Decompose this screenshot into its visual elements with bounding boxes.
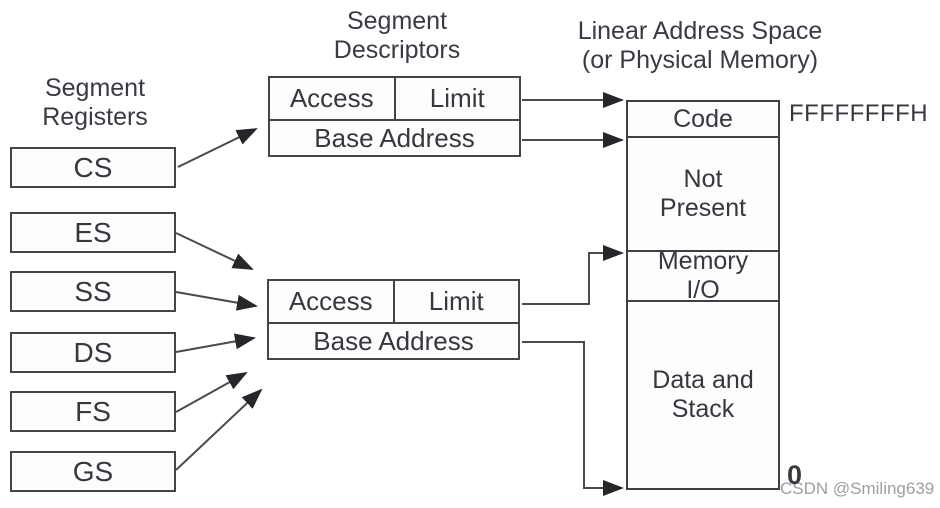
segment-descriptors-heading-line2: Descriptors bbox=[333, 36, 461, 64]
arrow-ds-to-descriptor2 bbox=[175, 333, 256, 353]
register-label-fs: FS bbox=[75, 395, 111, 427]
memory-section-not-present: Not Present bbox=[628, 136, 778, 250]
memory-section-not-present-label: Not Present bbox=[659, 165, 747, 222]
arrow-descriptor2-limit-to-memory bbox=[522, 245, 624, 305]
linear-address-space-column: Code Not Present Memory I/O Data and Sta… bbox=[626, 100, 780, 490]
memory-section-memory-io-label: Memory I/O bbox=[657, 247, 749, 304]
linear-address-space-heading-line1: Linear Address Space bbox=[577, 17, 823, 45]
arrow-fs-to-descriptor2 bbox=[175, 372, 248, 413]
descriptor2-access-field: Access bbox=[269, 281, 393, 322]
bottom-address-label: 0 bbox=[787, 460, 803, 490]
segment-descriptors-heading: Segment Descriptors bbox=[317, 7, 477, 65]
linear-address-space-heading-line2: (or Physical Memory) bbox=[581, 46, 819, 74]
watermark: CSDN @Smiling639 bbox=[780, 479, 935, 498]
register-label-ss: SS bbox=[74, 275, 112, 307]
register-box-es: ES bbox=[10, 212, 176, 253]
descriptor1-limit-field: Limit bbox=[393, 78, 520, 119]
memory-section-data-and-stack: Data and Stack bbox=[628, 300, 778, 488]
register-label-es: ES bbox=[74, 216, 112, 248]
segment-descriptor-1: Access Limit Base Address bbox=[268, 76, 521, 157]
arrow-gs-to-descriptor2 bbox=[175, 388, 263, 471]
register-box-cs: CS bbox=[10, 147, 176, 188]
descriptor1-top-row: Access Limit bbox=[270, 78, 519, 121]
descriptor1-access-label: Access bbox=[289, 83, 374, 113]
memory-section-memory-io: Memory I/O bbox=[628, 247, 778, 304]
register-box-fs: FS bbox=[10, 391, 176, 432]
register-label-gs: GS bbox=[72, 455, 114, 487]
descriptor1-limit-label: Limit bbox=[429, 83, 485, 113]
descriptor2-base-address-field: Base Address bbox=[269, 324, 518, 358]
register-box-ds: DS bbox=[10, 332, 176, 373]
descriptor2-base-address-label: Base Address bbox=[313, 325, 474, 356]
memory-section-code-label: Code bbox=[673, 104, 733, 133]
descriptor2-top-row: Access Limit bbox=[269, 281, 518, 324]
descriptor2-limit-label: Limit bbox=[428, 286, 484, 316]
descriptor2-limit-field: Limit bbox=[392, 281, 519, 322]
descriptor1-base-address-label: Base Address bbox=[314, 122, 475, 153]
linear-address-space-heading: Linear Address Space (or Physical Memory… bbox=[570, 17, 830, 75]
segment-descriptors-heading-line1: Segment bbox=[346, 7, 448, 35]
register-box-gs: GS bbox=[10, 451, 176, 492]
descriptor1-base-address-field: Base Address bbox=[270, 121, 519, 155]
arrow-cs-to-descriptor1 bbox=[177, 128, 258, 168]
arrow-ss-to-descriptor2 bbox=[175, 291, 258, 311]
register-label-ds: DS bbox=[73, 336, 113, 368]
segment-registers-heading: Segment Registers bbox=[10, 74, 180, 132]
arrow-es-to-descriptor2 bbox=[175, 232, 254, 270]
register-label-cs: CS bbox=[73, 151, 113, 183]
register-box-ss: SS bbox=[10, 271, 176, 312]
segment-registers-heading-line1: Segment bbox=[44, 74, 146, 102]
descriptor1-access-field: Access bbox=[270, 78, 394, 119]
top-address-label: FFFFFFFFH bbox=[789, 100, 929, 127]
arrow-descriptor2-base-to-memory bbox=[522, 341, 624, 496]
descriptor2-access-label: Access bbox=[288, 286, 373, 316]
segment-descriptor-2: Access Limit Base Address bbox=[267, 279, 520, 360]
memory-section-data-and-stack-label: Data and Stack bbox=[652, 366, 754, 423]
memory-section-code: Code bbox=[628, 102, 778, 136]
segment-registers-heading-line2: Registers bbox=[42, 103, 148, 131]
